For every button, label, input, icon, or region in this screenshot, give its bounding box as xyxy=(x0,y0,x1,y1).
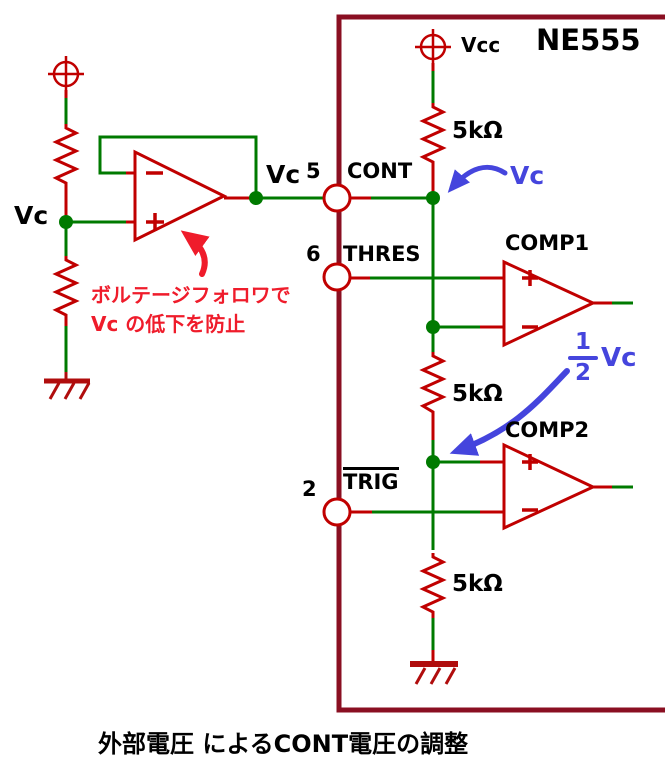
note-line-1: ボルテージフォロワで xyxy=(91,283,291,307)
power-symbol-vcc xyxy=(415,29,451,65)
pin-2-terminal xyxy=(322,497,352,527)
half-vc-annotation: 1 2 Vc xyxy=(568,331,637,385)
fraction: 1 2 xyxy=(568,331,598,385)
pin-5-number: 5 xyxy=(306,159,321,183)
voltage-follower-note: ボルテージフォロワで Vc の低下を防止 xyxy=(91,281,291,339)
blue-half-vc-arrow xyxy=(449,368,570,456)
junction-dots xyxy=(59,191,440,469)
resistor-middle-value: 5kΩ xyxy=(452,381,503,407)
pin-2-number: 2 xyxy=(302,477,317,501)
comp1-label: COMP1 xyxy=(505,231,590,255)
comp2-opamp xyxy=(502,442,597,531)
blue-vc-annotation: Vc xyxy=(510,161,545,190)
voltage-follower-opamp xyxy=(133,149,228,243)
ne555-boundary-box xyxy=(336,14,665,713)
red-wire-stubs xyxy=(64,63,612,662)
note-line-2: Vc の低下を防止 xyxy=(91,312,246,336)
resistor-5k-top xyxy=(419,103,447,170)
vc-output-label: Vc xyxy=(266,160,301,189)
red-note-arrow xyxy=(180,230,210,277)
resistor-5k-bottom xyxy=(419,553,447,618)
pin-cont-label: CONT xyxy=(347,159,413,183)
plus-input-icon xyxy=(522,270,538,286)
pin-thres-label: THRES xyxy=(343,242,421,266)
power-symbol-left xyxy=(48,56,84,92)
resistor-divider-left-top xyxy=(52,124,80,192)
fraction-denominator: 2 xyxy=(574,360,591,386)
ground-symbol-left xyxy=(44,372,91,400)
pin-6-number: 6 xyxy=(306,242,321,266)
plus-input-icon xyxy=(146,213,164,231)
pin-trig-label: TRIG xyxy=(343,467,399,493)
resistor-bottom-value: 5kΩ xyxy=(452,571,503,597)
pin-5-terminal xyxy=(322,183,352,213)
comp2-label: COMP2 xyxy=(505,418,590,442)
chip-title: NE555 xyxy=(536,23,641,57)
plus-input-icon xyxy=(522,454,538,470)
green-wires xyxy=(64,71,633,650)
half-vc-unit: Vc xyxy=(601,343,637,373)
fraction-numerator: 1 xyxy=(574,329,591,355)
ground-symbol-right xyxy=(410,661,458,685)
vcc-label: Vcc xyxy=(461,33,501,57)
blue-vc-arrow xyxy=(447,164,508,193)
pin-6-terminal xyxy=(322,262,352,292)
figure-caption: 外部電圧 によるCONT電圧の調整 xyxy=(98,730,469,758)
resistor-5k-middle xyxy=(419,352,447,422)
comp1-opamp xyxy=(502,259,597,348)
vc-source-label: Vc xyxy=(14,201,49,230)
fraction-bar xyxy=(568,356,598,360)
resistor-divider-left-bottom xyxy=(52,256,80,326)
resistor-top-value: 5kΩ xyxy=(452,118,503,144)
